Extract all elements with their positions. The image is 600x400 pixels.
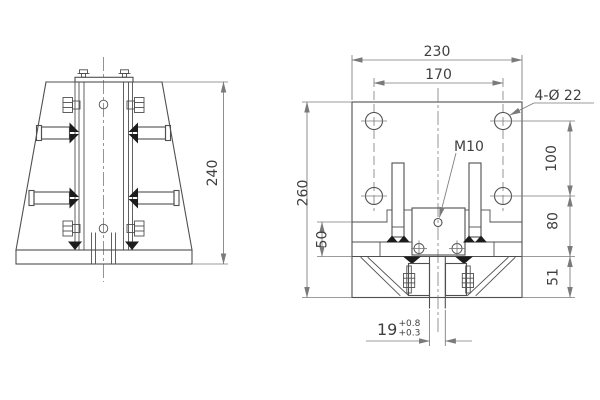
clamp-step-profile xyxy=(351,209,523,223)
lower-section xyxy=(351,255,523,309)
base-weld-right xyxy=(125,241,139,250)
dim-240-label: 240 xyxy=(205,160,221,187)
clamp-pin-row1-right xyxy=(128,122,172,144)
mounting-holes xyxy=(361,111,516,206)
dim-170-label: 170 xyxy=(425,67,452,83)
m10-hole xyxy=(433,217,443,228)
side-bolt-row2-right xyxy=(126,220,145,237)
dim-100-label: 100 xyxy=(544,145,560,172)
dim-plate-length: 260 xyxy=(296,101,352,298)
clamp-pin-row2-left xyxy=(28,187,79,209)
front-view: 240 xyxy=(15,57,228,282)
dim-overall-height: 240 xyxy=(162,81,228,265)
dim-19-tol-lower: +0.3 xyxy=(399,329,421,339)
base-weld-left xyxy=(68,241,82,250)
dim-260-label: 260 xyxy=(296,180,312,207)
dim-230-label: 230 xyxy=(424,44,451,60)
clamp-pin-row1-left xyxy=(35,122,79,144)
dim-51-label: 51 xyxy=(546,268,562,286)
base-plate-plan xyxy=(351,101,523,299)
plan-welds xyxy=(386,235,487,264)
leader-thread: M10 xyxy=(439,139,484,218)
base-plate-front xyxy=(15,249,193,265)
clamp-body-outline xyxy=(15,81,193,251)
dim-50-label: 50 xyxy=(315,231,331,249)
column-lines xyxy=(74,81,133,265)
dim-80-label: 80 xyxy=(546,212,562,230)
leader-bolt-holes: 4-Ø 22 xyxy=(509,88,594,116)
dim-19-tol-upper: +0.8 xyxy=(399,319,421,329)
clamp-pin-row2-right xyxy=(128,187,180,209)
jaw-bolt-left xyxy=(403,265,416,294)
label-m10: M10 xyxy=(454,139,484,155)
cap-stud-left xyxy=(77,69,90,78)
dim-plate-width: 230 xyxy=(351,44,523,100)
dim-clamp-body-width: 50 xyxy=(315,221,352,257)
cap-stud-right xyxy=(118,69,131,78)
cap-plate xyxy=(74,76,134,83)
dim-slot-width: 19 +0.8 +0.3 xyxy=(366,310,472,346)
dim-19-label: 19 xyxy=(377,320,397,339)
side-bolt-row1-left xyxy=(62,97,81,113)
clamp-arms xyxy=(391,162,482,238)
side-bolt-row2-left xyxy=(62,220,81,237)
center-block xyxy=(411,207,466,256)
clamp-flange-band xyxy=(351,240,523,258)
label-4-d22: 4-Ø 22 xyxy=(535,88,582,104)
pivot-hole-lower xyxy=(98,223,109,234)
dim-chain-right: 100 80 51 xyxy=(516,120,575,298)
dim-hole-spacing-width: 170 xyxy=(373,67,504,86)
pivot-hole-upper xyxy=(98,99,109,110)
side-bolt-row1-right xyxy=(126,97,145,113)
plan-view: 230 170 4-Ø 22 M10 260 xyxy=(296,44,594,346)
jaw-bolt-right xyxy=(461,265,474,294)
